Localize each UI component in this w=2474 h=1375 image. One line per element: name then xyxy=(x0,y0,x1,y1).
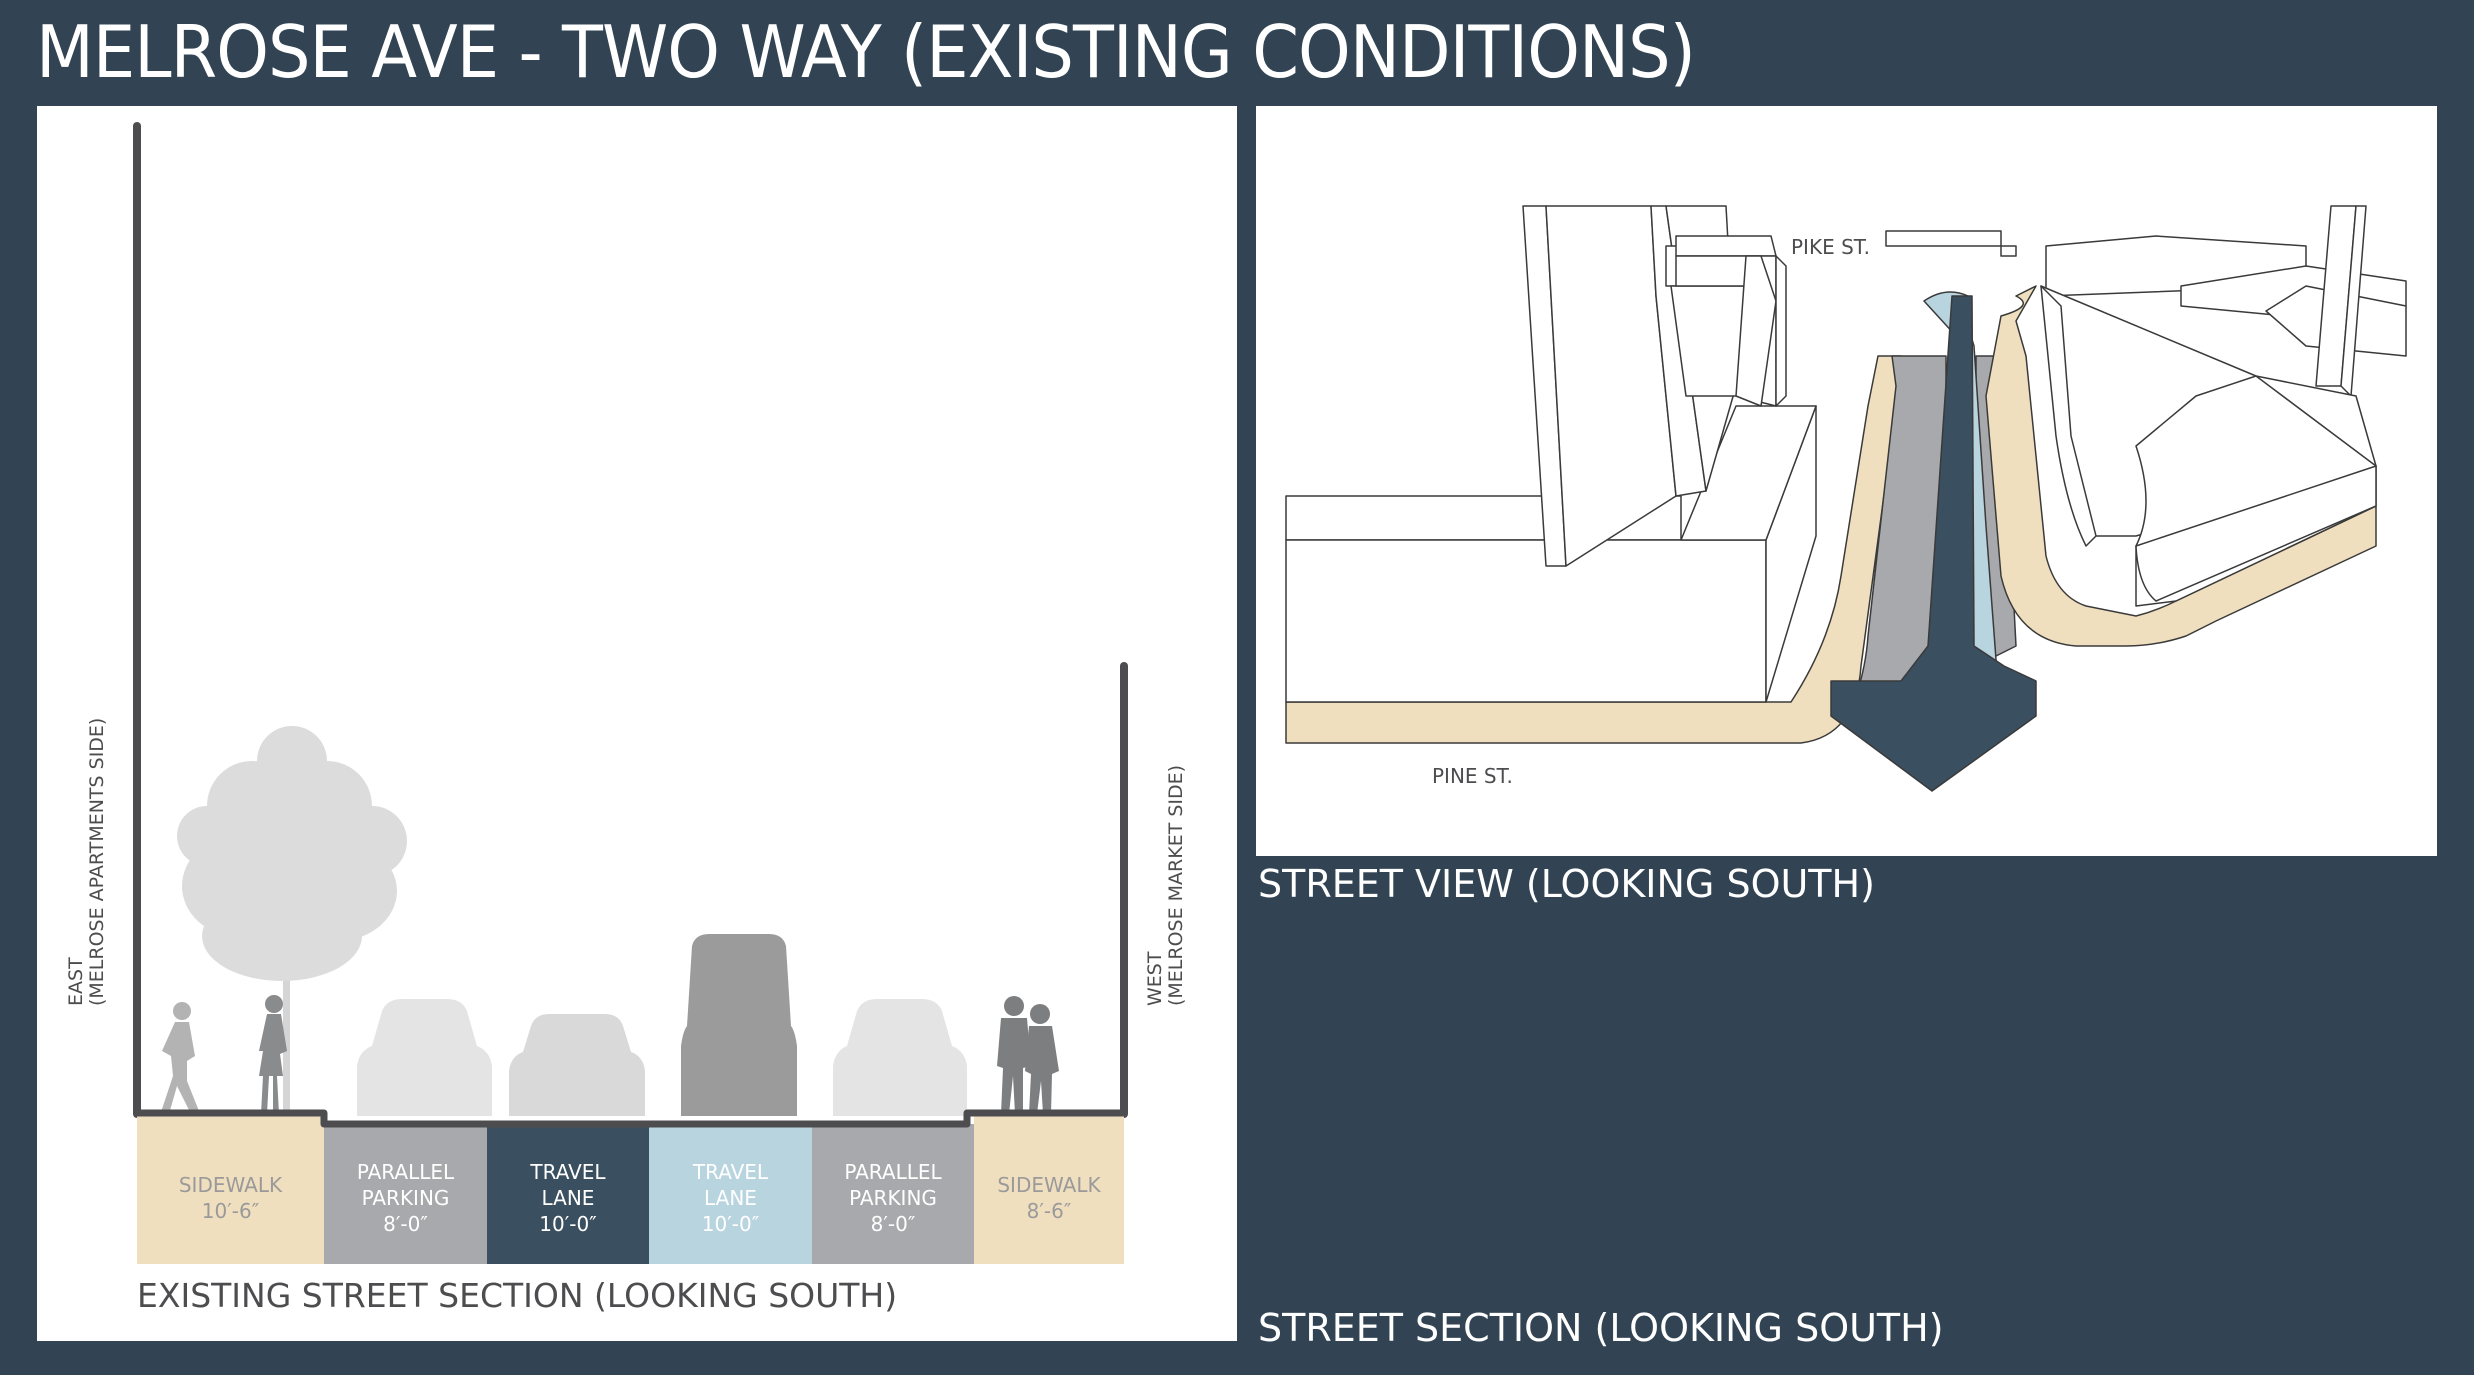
parking-east-width-label: 8′-0″ xyxy=(383,1212,428,1236)
building-block xyxy=(1775,255,1787,407)
parking-west-name-2-label: PARKING xyxy=(849,1186,937,1210)
building-block xyxy=(2135,465,2377,602)
pine-street-label: PINE ST. xyxy=(1432,764,1513,788)
west-sidewalk xyxy=(1985,285,2377,647)
sidewalk-east-width-label: 10′-6″ xyxy=(202,1199,259,1223)
car-icon xyxy=(509,1014,645,1116)
curb-outline xyxy=(137,1109,1124,1128)
travel-lane-north-name-2-label: LANE xyxy=(542,1186,595,1210)
travel-lane-south-width-label: 10′-0″ xyxy=(702,1212,759,1236)
building-block xyxy=(1675,235,1777,257)
tree-icon xyxy=(177,726,407,1116)
street-section-diagram: SIDEWALK10′-6″PARALLELPARKING8′-0″TRAVEL… xyxy=(65,122,1187,1315)
sidewalk-west-name-1-label: SIDEWALK xyxy=(997,1173,1101,1197)
parking-west-width-label: 8′-0″ xyxy=(871,1212,916,1236)
parking-east-name-1-label: PARALLEL xyxy=(357,1160,455,1184)
street-section-caption: STREET SECTION (LOOKING SOUTH) xyxy=(1258,1306,1944,1350)
west-label: WEST xyxy=(1144,951,1166,1006)
parking-east-name-2-label: PARKING xyxy=(362,1186,450,1210)
page-title: MELROSE AVE - TWO WAY (EXISTING CONDITIO… xyxy=(36,10,1696,94)
building-outline xyxy=(1885,230,2017,257)
parked-car-icon xyxy=(357,999,492,1116)
lane-blocks: SIDEWALK10′-6″PARALLELPARKING8′-0″TRAVEL… xyxy=(137,1114,1124,1264)
travel-lane-south-name-2-label: LANE xyxy=(704,1186,757,1210)
travel-lane-north-name-1-label: TRAVEL xyxy=(529,1160,606,1184)
sidewalk-west-block xyxy=(974,1114,1124,1264)
pike-street-label: PIKE ST. xyxy=(1791,235,1870,259)
travel-lane-north-width-label: 10′-0″ xyxy=(539,1212,596,1236)
parking-east-block xyxy=(324,1124,487,1264)
building-block xyxy=(2040,285,2097,547)
pedestrian-woman-icon xyxy=(259,995,287,1114)
street-view-panel: PIKE ST. PINE ST. xyxy=(1256,106,2437,856)
building-tower xyxy=(1650,205,1707,497)
west-sublabel: (MELROSE MARKET SIDE) xyxy=(1165,765,1187,1006)
parking-west-block xyxy=(812,1124,974,1264)
travel-lane-north-block xyxy=(487,1124,649,1264)
section-caption: EXISTING STREET SECTION (LOOKING SOUTH) xyxy=(137,1276,897,1315)
van-icon xyxy=(681,934,797,1116)
east-sublabel: (MELROSE APARTMENTS SIDE) xyxy=(86,718,108,1006)
street-view-diagram: PIKE ST. PINE ST. xyxy=(1285,205,2407,792)
sidewalk-east-name-1-label: SIDEWALK xyxy=(179,1173,283,1197)
sidewalk-east-block xyxy=(137,1114,324,1264)
building-block xyxy=(1285,539,1767,703)
pedestrian-couple-icon xyxy=(997,996,1059,1114)
travel-lane-south-name-1-label: TRAVEL xyxy=(692,1160,769,1184)
travel-direction-arrow-icon xyxy=(1830,295,2037,792)
pedestrian-walking-icon xyxy=(161,1002,199,1114)
parking-west-name-1-label: PARALLEL xyxy=(844,1160,942,1184)
travel-lane-south-block xyxy=(649,1124,812,1264)
east-label: EAST xyxy=(65,957,87,1006)
sidewalk-west-width-label: 8′-6″ xyxy=(1027,1199,1072,1223)
parked-car-icon xyxy=(833,999,967,1116)
building-block xyxy=(1735,255,1777,407)
street-view-caption: STREET VIEW (LOOKING SOUTH) xyxy=(1258,862,1875,906)
